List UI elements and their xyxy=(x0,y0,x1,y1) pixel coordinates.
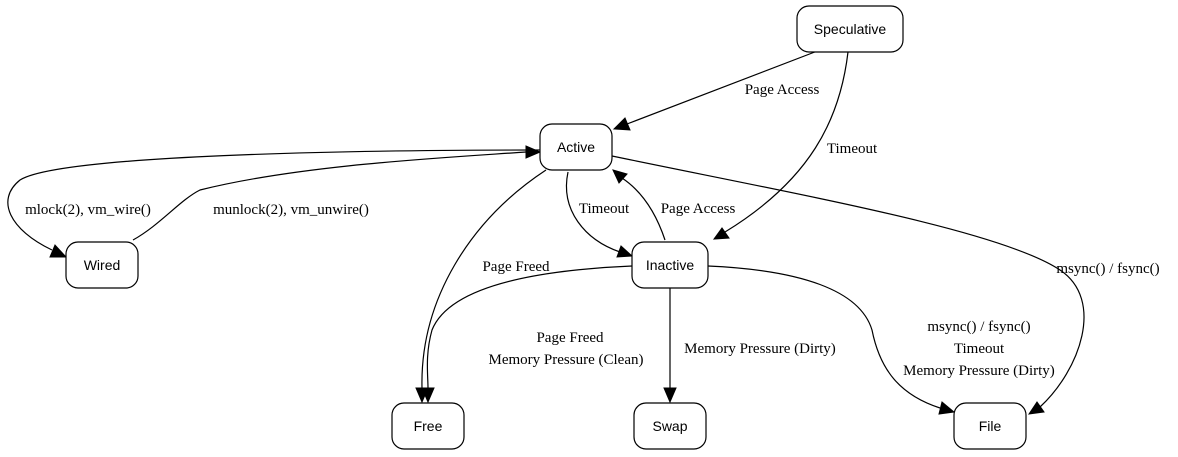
edge-label-inactive-to-active: Page Access xyxy=(661,201,736,217)
edge-label-active-to-inactive: Timeout xyxy=(579,201,630,217)
node-free: Free xyxy=(391,402,465,450)
node-active: Active xyxy=(539,123,613,171)
edge-speculative-to-inactive: Timeout xyxy=(712,51,878,240)
edge-label-inactive-to-free-2: Memory Pressure (Clean) xyxy=(489,352,644,368)
edge-label-speculative-to-active: Page Access xyxy=(745,82,820,98)
edge-active-to-wired: mlock(2), vm_wire() xyxy=(7,149,541,258)
node-wired: Wired xyxy=(65,241,139,289)
node-label-swap: Swap xyxy=(652,418,687,434)
node-label-free: Free xyxy=(414,418,443,434)
edge-label-active-to-wired: mlock(2), vm_wire() xyxy=(25,202,151,218)
edge-label-inactive-to-file-3: Memory Pressure (Dirty) xyxy=(903,363,1055,379)
node-label-active: Active xyxy=(557,139,595,155)
node-label-inactive: Inactive xyxy=(646,257,694,273)
edge-inactive-to-free: Page Freed Memory Pressure (Clean) xyxy=(421,265,644,404)
node-speculative: Speculative xyxy=(796,5,904,53)
edge-label-inactive-to-free-1: Page Freed xyxy=(536,330,604,346)
edge-label-inactive-to-file-2: Timeout xyxy=(954,341,1005,357)
edge-wired-to-active: munlock(2), vm_unwire() xyxy=(132,145,542,241)
edge-active-to-file: msync() / fsync() xyxy=(611,155,1160,415)
edge-speculative-to-active: Page Access xyxy=(612,49,821,131)
edge-label-active-to-free: Page Freed xyxy=(482,259,550,275)
edge-label-wired-to-active: munlock(2), vm_unwire() xyxy=(213,202,369,218)
edge-inactive-to-swap: Memory Pressure (Dirty) xyxy=(663,288,836,404)
edge-inactive-to-active: Page Access xyxy=(612,169,736,241)
edge-active-to-inactive: Timeout xyxy=(566,171,634,258)
node-file: File xyxy=(953,402,1027,450)
edge-inactive-to-file: msync() / fsync() Timeout Memory Pressur… xyxy=(707,265,1055,415)
edge-label-active-to-file: msync() / fsync() xyxy=(1056,261,1159,277)
node-inactive: Inactive xyxy=(631,241,709,289)
node-swap: Swap xyxy=(633,402,707,450)
edge-label-inactive-to-file-1: msync() / fsync() xyxy=(927,319,1030,335)
edge-label-inactive-to-swap: Memory Pressure (Dirty) xyxy=(684,341,836,357)
edge-active-to-free: Page Freed xyxy=(415,169,550,404)
edge-label-speculative-to-inactive: Timeout xyxy=(827,141,878,157)
node-label-wired: Wired xyxy=(84,257,121,273)
node-label-speculative: Speculative xyxy=(814,21,887,37)
node-label-file: File xyxy=(979,418,1002,434)
